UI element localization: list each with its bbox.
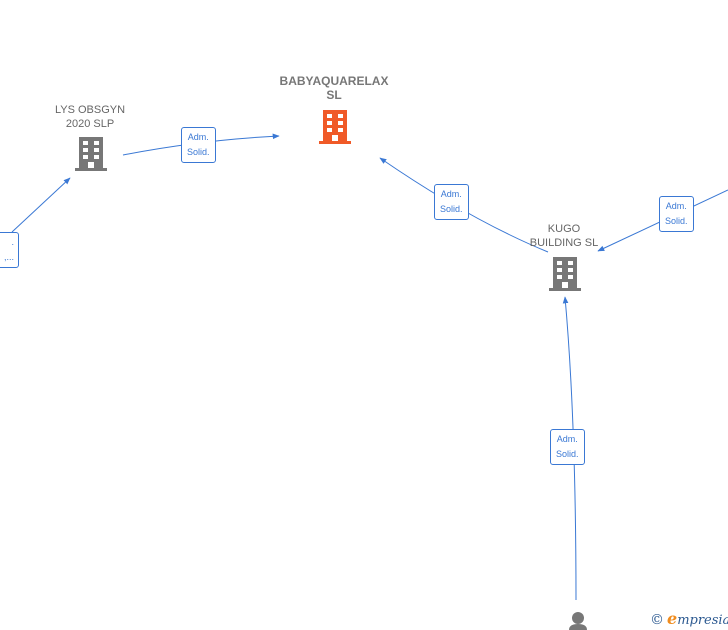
edge-left-to-lys: [11, 177, 71, 233]
badge-line1: Adm.: [440, 189, 462, 199]
person-icon[interactable]: [569, 612, 587, 630]
edge-badge-kugo-to-main[interactable]: Adm. Solid.: [434, 184, 469, 220]
badge-line2: Solid.: [665, 216, 688, 226]
badge-line2: ,...: [3, 252, 14, 262]
edge-badge-lys-to-main[interactable]: Adm. Solid.: [181, 127, 216, 163]
node-label-kugo-building[interactable]: KUGO BUILDING SL: [530, 222, 598, 250]
node-label-line1: LYS OBSGYN: [54, 104, 126, 116]
empresia-watermark: ©empresia: [650, 609, 728, 628]
brand-initial: e: [667, 609, 678, 628]
badge-line1: Adm.: [187, 132, 209, 142]
brand-rest: mpresia: [677, 613, 728, 628]
badge-line2: Solid.: [556, 449, 579, 459]
node-label-babyaquarelax[interactable]: BABYAQUARELAX SL: [280, 74, 389, 102]
edge-badge-right-to-kugo[interactable]: Adm. Solid.: [659, 196, 694, 232]
node-label-line2: SL: [326, 88, 342, 102]
node-label-lys-obsgyn[interactable]: LYS OBSGYN 2020 SLP: [55, 103, 125, 131]
badge-line2: Solid.: [187, 147, 210, 157]
badge-line1: Adm.: [556, 434, 578, 444]
badge-line1: Adm.: [665, 201, 687, 211]
building-icon-lys[interactable]: [75, 137, 107, 176]
badge-line2: Solid.: [440, 204, 463, 214]
edge-badge-left-to-lys[interactable]: . ,...: [0, 232, 19, 268]
badge-line1: .: [11, 237, 14, 247]
edge-badge-bottom-to-kugo[interactable]: Adm. Solid.: [550, 429, 585, 465]
node-label-line1: KUGO: [547, 223, 581, 235]
node-label-line1: BABYAQUARELAX: [279, 74, 389, 88]
building-icon-kugo[interactable]: [549, 257, 581, 296]
copyright-symbol: ©: [650, 612, 664, 628]
node-label-line2: BUILDING SL: [529, 237, 599, 249]
node-label-line2: 2020 SLP: [65, 118, 115, 130]
building-icon-main[interactable]: [319, 110, 351, 149]
